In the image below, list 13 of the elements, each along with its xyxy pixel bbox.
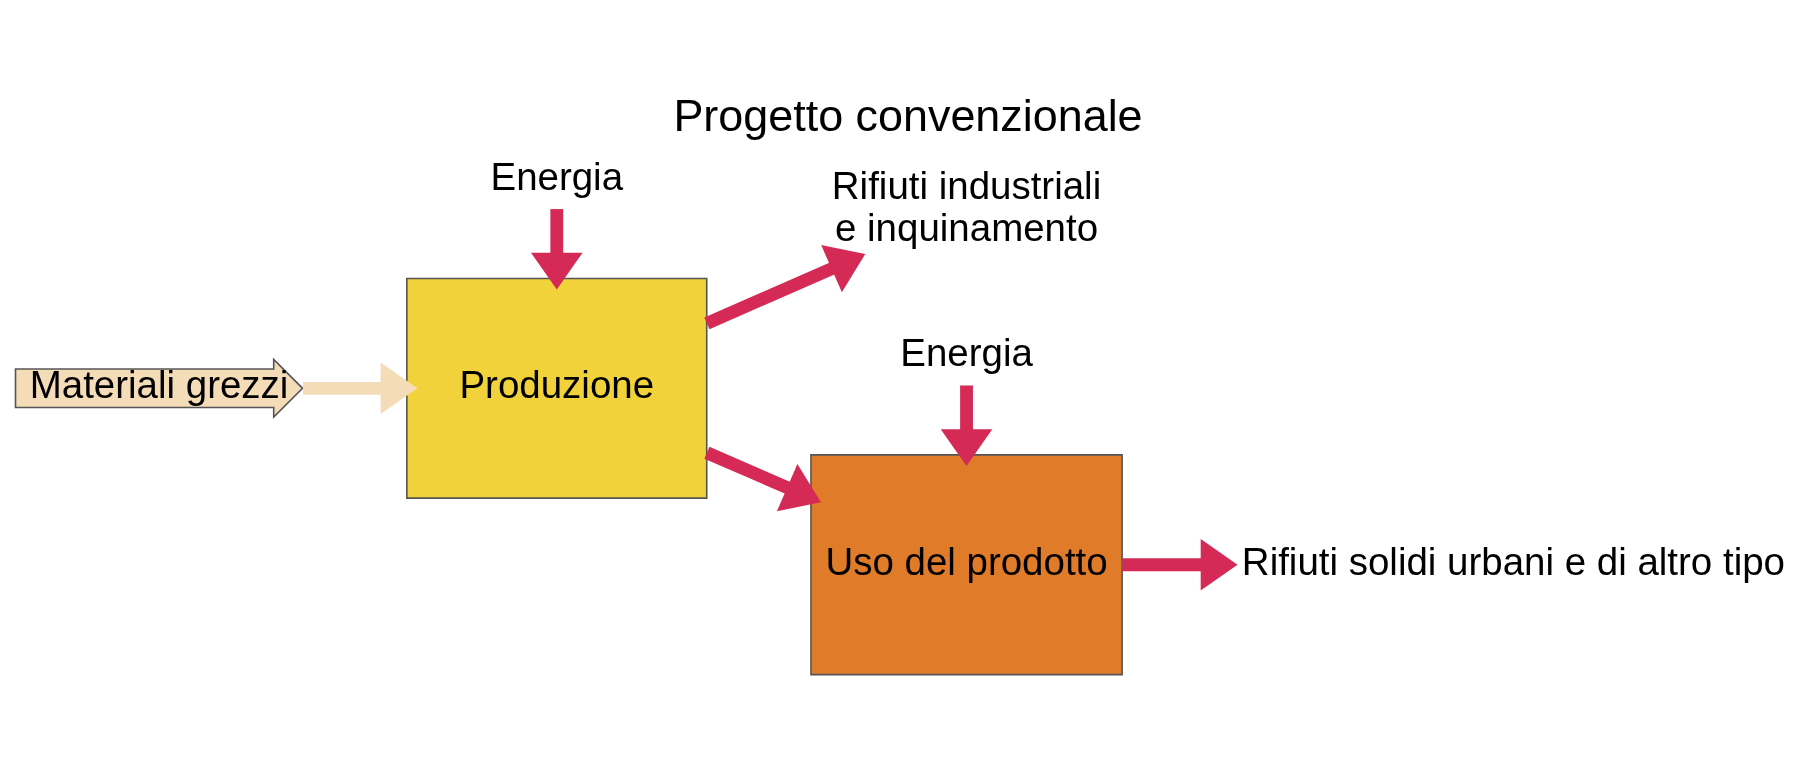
arrow	[940, 385, 993, 466]
node-text: Energia	[900, 331, 1033, 375]
arrow	[1122, 538, 1238, 591]
node-text: Energia	[490, 154, 624, 198]
node-box: Produzione	[406, 277, 708, 499]
node-text: Rifiuti industriali e inquinamento	[831, 164, 1102, 250]
arrow	[303, 362, 418, 415]
arrow	[704, 245, 866, 330]
node-text: Rifiuti solidi urbani e di altro tipo	[1241, 539, 1785, 583]
node-box: Uso del prodotto	[810, 454, 1123, 676]
arrow	[531, 209, 583, 290]
arrow	[704, 446, 821, 512]
diagram-title: Progetto convenzionale	[673, 89, 1143, 141]
